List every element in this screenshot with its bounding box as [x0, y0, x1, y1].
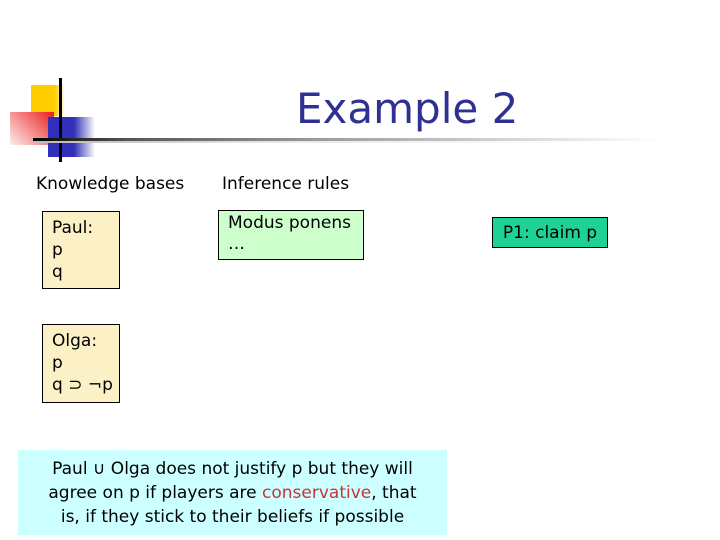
modus-ponens-rule-box: Modus ponens … [218, 210, 364, 260]
title-divider-highlight [33, 141, 660, 143]
note-line-2-post: , that [371, 483, 417, 503]
p1-claim-box: P1: claim p [492, 217, 608, 248]
note-line-1: Paul ∪ Olga does not justify p but they … [52, 459, 413, 479]
olga-knowledge-base-box: Olga: p q ⊃ ¬p [42, 324, 120, 403]
paul-box-line: Paul: [52, 218, 94, 238]
inference-rules-label: Inference rules [222, 174, 350, 194]
modus-box-line: … [228, 234, 245, 254]
olga-box-line: p [52, 353, 63, 373]
knowledge-bases-label: Knowledge bases [36, 174, 185, 194]
note-line-2-pre: agree on p if players are [48, 483, 263, 503]
conservative-highlight: conservative [262, 483, 372, 503]
olga-box-line: Olga: [52, 331, 98, 351]
logo-blue-square [48, 117, 95, 157]
slide-title: Example 2 [296, 84, 519, 133]
olga-box-line: q ⊃ ¬p [52, 375, 113, 395]
note-line-2: agree on p if players are conservative, … [18, 481, 447, 505]
decorative-logo [0, 75, 110, 170]
note-box: Paul ∪ Olga does not justify p but they … [18, 450, 447, 535]
note-line-3: is, if they stick to their beliefs if po… [60, 507, 405, 527]
logo-vertical-line [59, 78, 62, 162]
paul-box-line: p [52, 240, 63, 260]
paul-box-line: q [52, 262, 63, 282]
modus-box-line: Modus ponens [228, 213, 351, 233]
title-divider-line [33, 138, 660, 141]
paul-knowledge-base-box: Paul: p q [42, 211, 120, 289]
